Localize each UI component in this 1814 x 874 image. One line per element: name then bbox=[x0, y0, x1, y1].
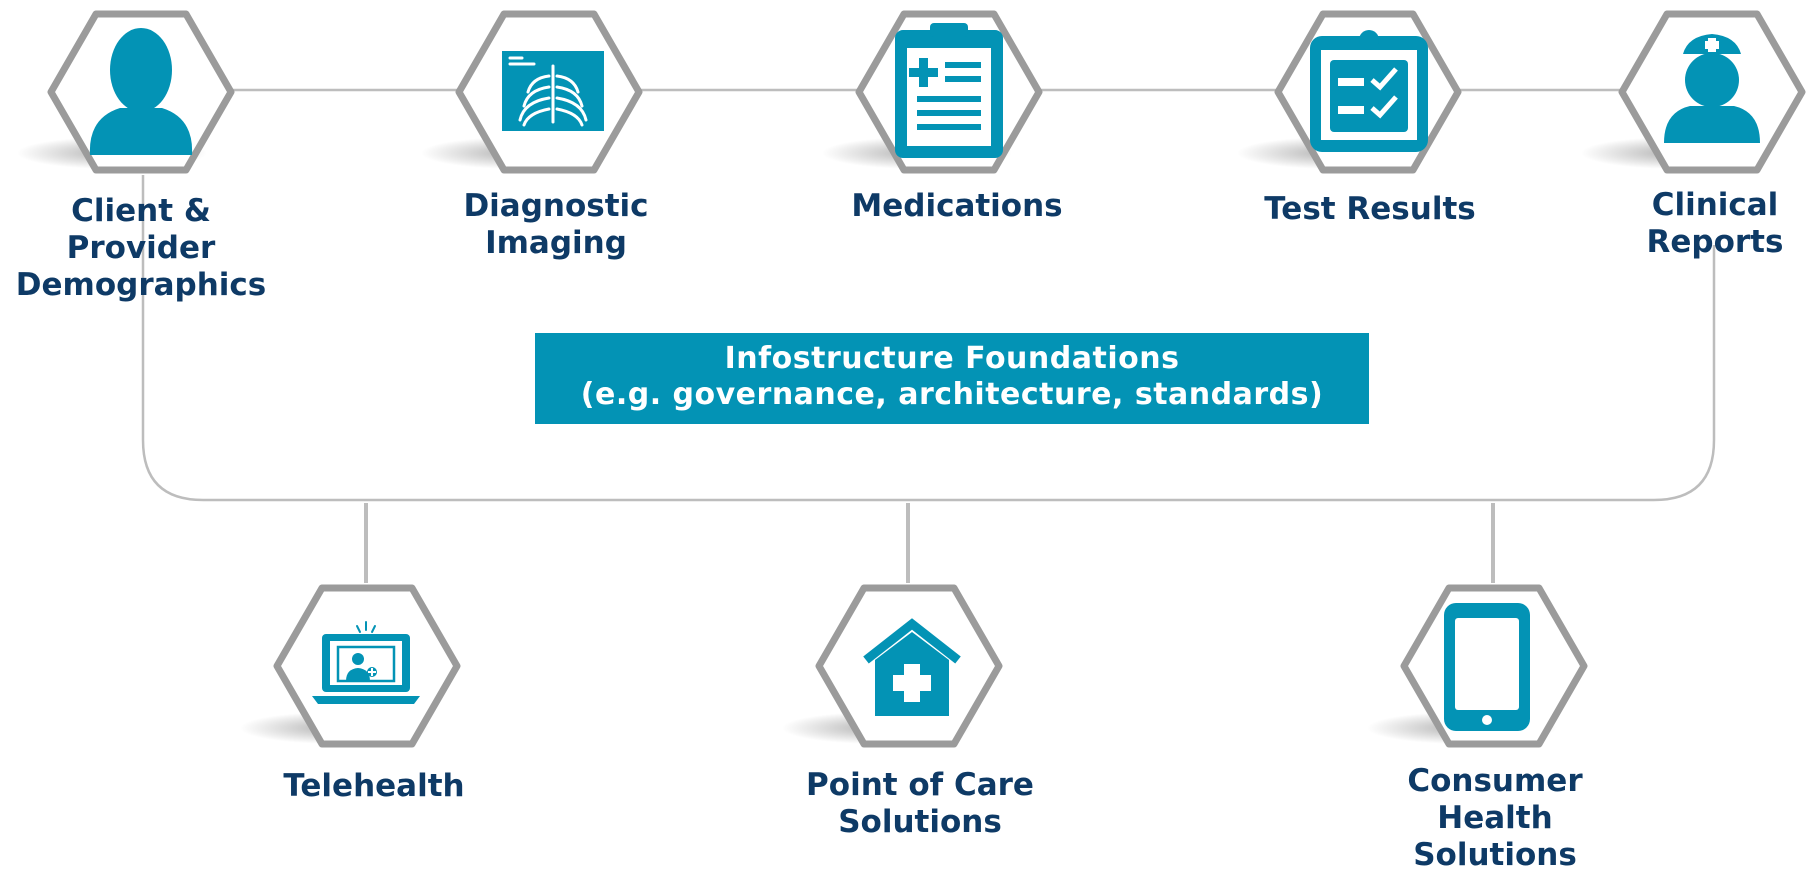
medical-chart-icon bbox=[895, 23, 1003, 158]
smartphone-icon bbox=[1444, 603, 1530, 731]
nurse-icon bbox=[1664, 34, 1760, 143]
label-test-results: Test Results bbox=[1264, 191, 1476, 227]
label-telehealth: Telehealth bbox=[283, 768, 465, 804]
label-clinical-reports: Clinical Reports bbox=[1646, 187, 1784, 260]
label-medications: Medications bbox=[851, 188, 1063, 224]
laptop-doctor-icon bbox=[312, 621, 420, 704]
infostructure-foundations-box: Infostructure Foundations (e.g. governan… bbox=[535, 333, 1369, 424]
foundation-bracket bbox=[141, 175, 1716, 502]
foundation-title: Infostructure Foundations bbox=[724, 341, 1180, 376]
clipboard-checklist-icon bbox=[1310, 30, 1428, 152]
xray-icon bbox=[502, 51, 604, 131]
label-point-of-care-solutions: Point of Care Solutions bbox=[806, 767, 1034, 840]
label-consumer-health-solutions: Consumer Health Solutions bbox=[1407, 763, 1583, 873]
label-diagnostic-imaging: Diagnostic Imaging bbox=[463, 188, 649, 261]
house-cross-icon bbox=[863, 618, 961, 716]
person-icon bbox=[89, 28, 193, 155]
foundation-subtitle: (e.g. governance, architecture, standard… bbox=[580, 377, 1324, 412]
label-client-provider-demographics: Client & Provider Demographics bbox=[15, 193, 267, 303]
